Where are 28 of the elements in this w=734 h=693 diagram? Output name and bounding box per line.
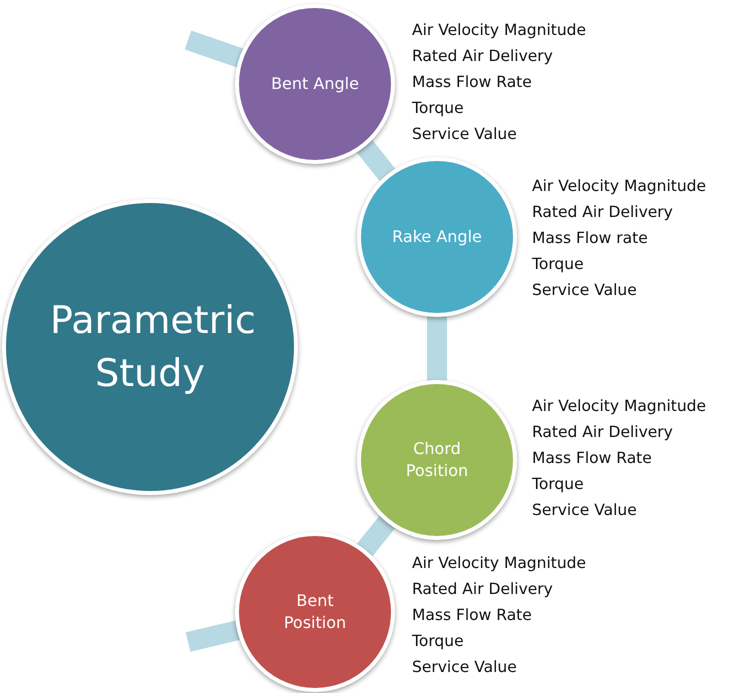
parameter-text: Torque — [412, 98, 465, 119]
parameter-text: Mass Flow Rate — [412, 605, 533, 626]
parameter-text: Rated Air Delivery — [412, 579, 554, 600]
node-label: Bent Position — [282, 590, 348, 634]
parameter-text: Air Velocity Magnitude — [532, 176, 706, 197]
parameter-text: Rated Air Delivery — [412, 46, 554, 67]
parameter-text: Service Value — [532, 500, 638, 521]
parameter-text: Mass Flow Rate — [532, 448, 653, 469]
parameter-text: Rated Air Delivery — [532, 202, 674, 223]
node-label: Chord Position — [404, 438, 470, 482]
parameter-text: Service Value — [412, 657, 518, 678]
parameter-text: Air Velocity Magnitude — [412, 553, 586, 574]
parameter-text: Mass Flow rate — [532, 228, 649, 249]
connector — [356, 138, 396, 182]
connector — [427, 315, 447, 382]
connector — [184, 30, 245, 68]
parameter-text: Torque — [532, 254, 585, 275]
parameter-text: Service Value — [532, 280, 638, 301]
parameter-text: Torque — [412, 631, 465, 652]
parameter-text: Rated Air Delivery — [532, 422, 674, 443]
node-label: Rake Angle — [392, 226, 482, 248]
connector — [356, 514, 396, 558]
parameter-text: Service Value — [412, 124, 518, 145]
parameter-text: Torque — [532, 474, 585, 495]
parameter-text: Mass Flow Rate — [412, 72, 533, 93]
parameter-text: Air Velocity Magnitude — [532, 396, 706, 417]
parameter-text: Air Velocity Magnitude — [412, 20, 586, 41]
node-label: Bent Angle — [271, 72, 359, 95]
